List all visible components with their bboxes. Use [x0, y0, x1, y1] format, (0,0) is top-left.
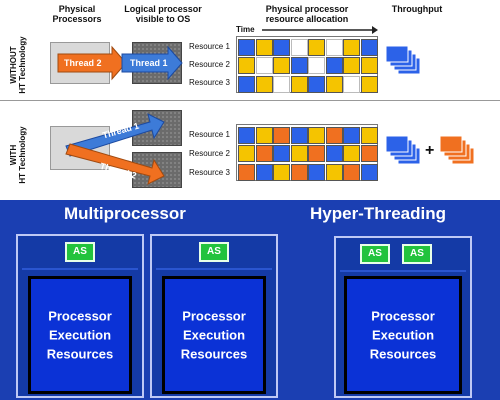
resource-cell — [273, 145, 290, 162]
resource-cell — [290, 75, 308, 93]
resource-cell — [273, 57, 290, 74]
resource-cell — [308, 38, 325, 56]
thread-arrows: Thread 2 Thread 1 Thread 1 Thread 2 — [57, 26, 378, 185]
resource-cell — [308, 145, 325, 162]
resource-cell — [255, 163, 273, 181]
resource-cell — [343, 145, 360, 162]
resource-cell — [325, 57, 343, 74]
resource-cell — [238, 145, 255, 162]
hyperthreading-cpu: AS AS Processor Execution Resources — [334, 236, 472, 398]
resource-cell — [343, 126, 360, 144]
hyperthreading-title: Hyper-Threading — [310, 204, 447, 223]
resource-cell — [308, 57, 325, 74]
resource-cell — [343, 57, 360, 74]
resource-cell — [325, 126, 343, 144]
resource-cell — [255, 75, 273, 93]
resource-grid-with — [236, 124, 378, 181]
resource-cell — [325, 145, 343, 162]
multiprocessor-cpu-1: AS Processor Execution Resources — [16, 234, 144, 398]
resource-cell — [290, 126, 308, 144]
resource-cell — [325, 75, 343, 93]
resource-cell — [343, 163, 360, 181]
bus-bar — [156, 268, 272, 270]
resource-label-without-2: Resource 2 — [189, 60, 230, 69]
header-physical-processors: Physical Processors — [52, 4, 102, 24]
architecture-state-chip: AS — [199, 242, 229, 262]
resource-cell — [238, 57, 255, 74]
resource-cell — [308, 163, 325, 181]
resource-cell — [273, 126, 290, 144]
resource-cell — [343, 38, 360, 56]
resource-cell — [290, 38, 308, 56]
multiprocessor-cpu-2: AS Processor Execution Resources — [150, 234, 278, 398]
throughput-stack-with-orange — [439, 135, 475, 165]
execution-resources-box: Processor Execution Resources — [344, 276, 462, 394]
resource-cell — [360, 38, 378, 56]
resource-label-with-2: Resource 2 — [189, 149, 230, 158]
throughput-stack-without — [385, 45, 421, 75]
resource-cell — [255, 145, 273, 162]
execution-resources-box: Processor Execution Resources — [28, 276, 132, 394]
resource-cell — [325, 38, 343, 56]
resource-cell — [360, 75, 378, 93]
ht-comparison-diagram: Physical Processors Logical processor vi… — [0, 4, 500, 188]
architecture-state-chip: AS — [65, 242, 95, 262]
resource-cell — [290, 145, 308, 162]
resource-cell — [308, 75, 325, 93]
resource-cell — [273, 75, 290, 93]
time-axis-arrowhead — [372, 26, 378, 34]
bus-bar — [340, 270, 466, 272]
multiprocessor-title: Multiprocessor — [64, 204, 186, 223]
execution-resources-box: Processor Execution Resources — [162, 276, 266, 394]
resource-cell — [343, 75, 360, 93]
thread-2-label-without: Thread 2 — [64, 58, 102, 68]
resource-label-with-1: Resource 1 — [189, 130, 230, 139]
resource-cell — [238, 75, 255, 93]
resource-cell — [255, 126, 273, 144]
resource-cell — [255, 57, 273, 74]
header-throughput: Throughput — [391, 4, 443, 14]
resource-cell — [238, 38, 255, 56]
bus-bar — [22, 268, 138, 270]
resource-cell — [360, 57, 378, 74]
resource-cell — [360, 145, 378, 162]
resource-cell — [308, 126, 325, 144]
throughput-icons — [385, 45, 475, 165]
section-divider — [0, 100, 500, 101]
resource-cell — [238, 126, 255, 144]
resource-cell — [290, 57, 308, 74]
thread-1-arrow-without — [121, 45, 183, 81]
thread-2-arrow-without — [57, 45, 127, 81]
resource-cell — [360, 126, 378, 144]
resource-label-with-3: Resource 3 — [189, 168, 230, 177]
resource-cell — [360, 163, 378, 181]
resource-cell — [273, 38, 290, 56]
resource-cell — [273, 163, 290, 181]
resource-cell — [290, 163, 308, 181]
resource-cell — [255, 38, 273, 56]
multiprocessor-vs-hyperthreading-panel: Multiprocessor Hyper-Threading AS Proces… — [0, 200, 500, 400]
resource-cell — [238, 163, 255, 181]
header-resource-allocation: Physical processor resource allocation — [265, 4, 349, 24]
throughput-plus-sign: + — [425, 142, 435, 159]
resource-grid-without — [236, 36, 378, 93]
resource-label-without-1: Resource 1 — [189, 42, 230, 51]
header-logical-processor: Logical processor visible to OS — [124, 4, 202, 24]
resource-label-without-3: Resource 3 — [189, 78, 230, 87]
resource-cell — [325, 163, 343, 181]
thread-2-arrow-with — [65, 143, 165, 185]
throughput-stack-with-blue — [385, 135, 421, 165]
architecture-state-chip-1: AS — [360, 244, 390, 264]
time-label: Time — [236, 25, 255, 34]
architecture-state-chip-2: AS — [402, 244, 432, 264]
thread-1-label-without: Thread 1 — [130, 58, 168, 68]
